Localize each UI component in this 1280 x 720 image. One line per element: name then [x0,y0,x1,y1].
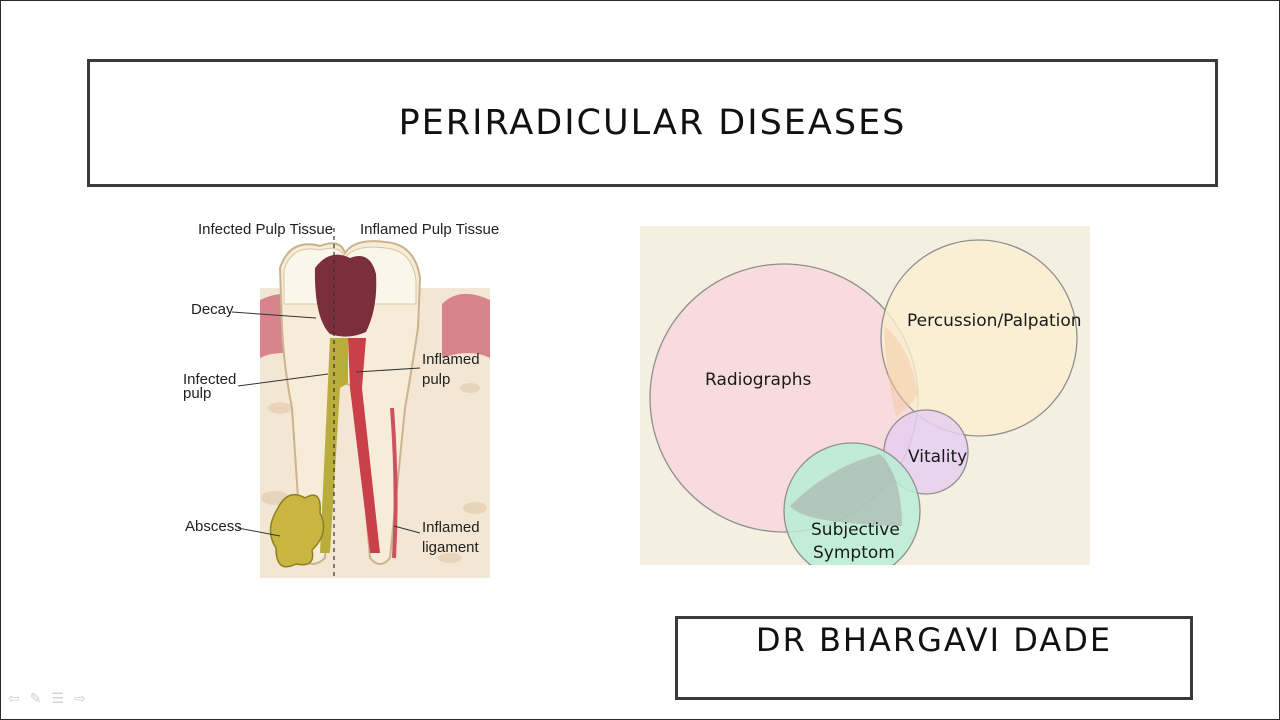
title-box: PERIRADICULAR DISEASES [87,59,1218,187]
label-radiographs: Radiographs [705,370,812,390]
venn-diagram: Radiographs Percussion/Palpation Vitalit… [640,226,1090,580]
decay-cavity [314,254,377,337]
label-infected-pulp-tissue: Infected Pulp Tissue [198,221,334,238]
inflamed-pulp [348,338,380,553]
overlap-radio-subjective [790,454,902,526]
author-box: DR BHARGAVI DADE [675,616,1193,700]
venn-circles [649,239,1078,580]
tooth-illustration [231,228,490,578]
label-percussion-palpation: Percussion/Palpation [907,311,1082,331]
slide-nav-bar: ⇦ ✎ ☰ ⇨ [8,690,86,707]
label-infected-pulp-line2: pulp [183,385,212,402]
arrow-left-icon[interactable]: ⇦ [8,690,20,706]
label-subjective-line1: Subjective [811,520,900,540]
menu-icon[interactable]: ☰ [51,690,65,706]
circle-percussion [880,239,1078,437]
label-infected-pulp-line1: Infected [183,371,237,388]
label-inflamed-ligament-line1: Inflamed [422,519,480,536]
label-inflamed-pulp-line2: pulp [422,371,451,388]
label-inflamed-pulp-tissue: Inflamed Pulp Tissue [360,221,500,238]
tooth-diagram: Infected Pulp Tissue Inflamed Pulp Tissu… [180,208,500,580]
inflamed-ligament [390,407,398,559]
pen-icon[interactable]: ✎ [29,690,42,706]
label-vitality: Vitality [908,447,968,467]
label-inflamed-ligament-line2: ligament [422,539,479,556]
label-decay: Decay [191,301,234,318]
label-abscess: Abscess [185,518,242,535]
label-inflamed-pulp-line1: Inflamed [422,351,480,368]
overlap-radio-percussion [884,326,918,416]
arrow-right-icon[interactable]: ⇨ [74,690,86,706]
slide-title: PERIRADICULAR DISEASES [398,103,907,143]
abscess [269,493,325,568]
author-name: DR BHARGAVI DADE [755,621,1113,659]
label-subjective-line2: Symptom [813,543,895,563]
gum-right [442,293,490,358]
